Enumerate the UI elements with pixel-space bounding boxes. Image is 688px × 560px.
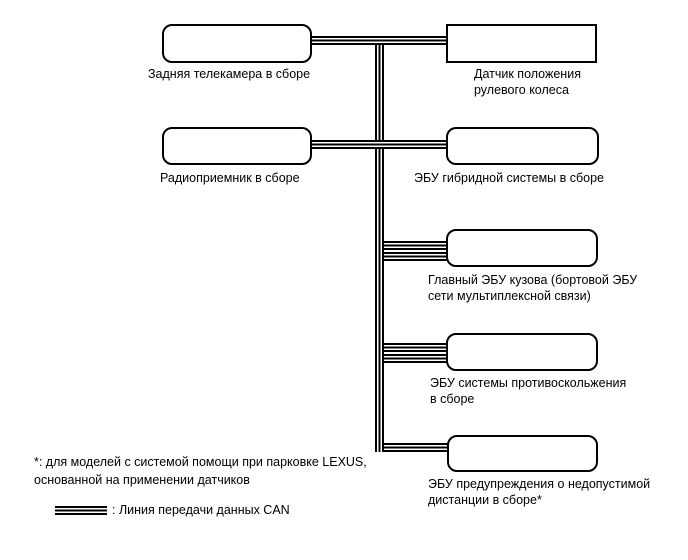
can-stub-clearance-ecu <box>375 443 448 452</box>
can-line-row2 <box>312 140 448 149</box>
node-main-body-ecu-label: Главный ЭБУ кузова (бортовой ЭБУ сети му… <box>428 273 638 303</box>
node-hybrid-ecu <box>446 127 599 165</box>
can-trunk-line <box>375 36 384 452</box>
node-steering-sensor-label: Датчик положения рулевого колеса <box>474 67 581 97</box>
node-skid-control-ecu-label: ЭБУ системы противоскольжения в сборе <box>430 376 627 406</box>
can-stub-main-body-ecu-lower <box>375 252 448 261</box>
can-stub-main-body-ecu-upper <box>375 241 448 250</box>
legend-label: : Линия передачи данных CAN <box>112 503 290 517</box>
node-clearance-warning-ecu-label: ЭБУ предупреждения о недопустимой дистан… <box>428 477 651 507</box>
node-steering-sensor <box>446 24 597 63</box>
node-hybrid-ecu-label: ЭБУ гибридной системы в сборе <box>414 171 605 185</box>
legend: : Линия передачи данных CAN <box>55 503 290 517</box>
can-stub-skid-ecu-upper <box>375 343 448 352</box>
can-line-row1 <box>312 36 448 45</box>
node-skid-control-ecu <box>446 333 598 371</box>
node-clearance-warning-ecu <box>447 435 598 472</box>
footnote: *: для моделей с системой помощи при пар… <box>34 455 367 487</box>
node-radio-receiver <box>162 127 312 165</box>
node-rear-camera-label: Задняя телекамера в сборе <box>148 67 311 81</box>
can-line-symbol-icon <box>55 506 107 515</box>
node-rear-camera <box>162 24 312 63</box>
node-radio-receiver-label: Радиоприемник в сборе <box>160 171 300 185</box>
can-stub-skid-ecu-lower <box>375 354 448 363</box>
node-main-body-ecu <box>446 229 598 267</box>
